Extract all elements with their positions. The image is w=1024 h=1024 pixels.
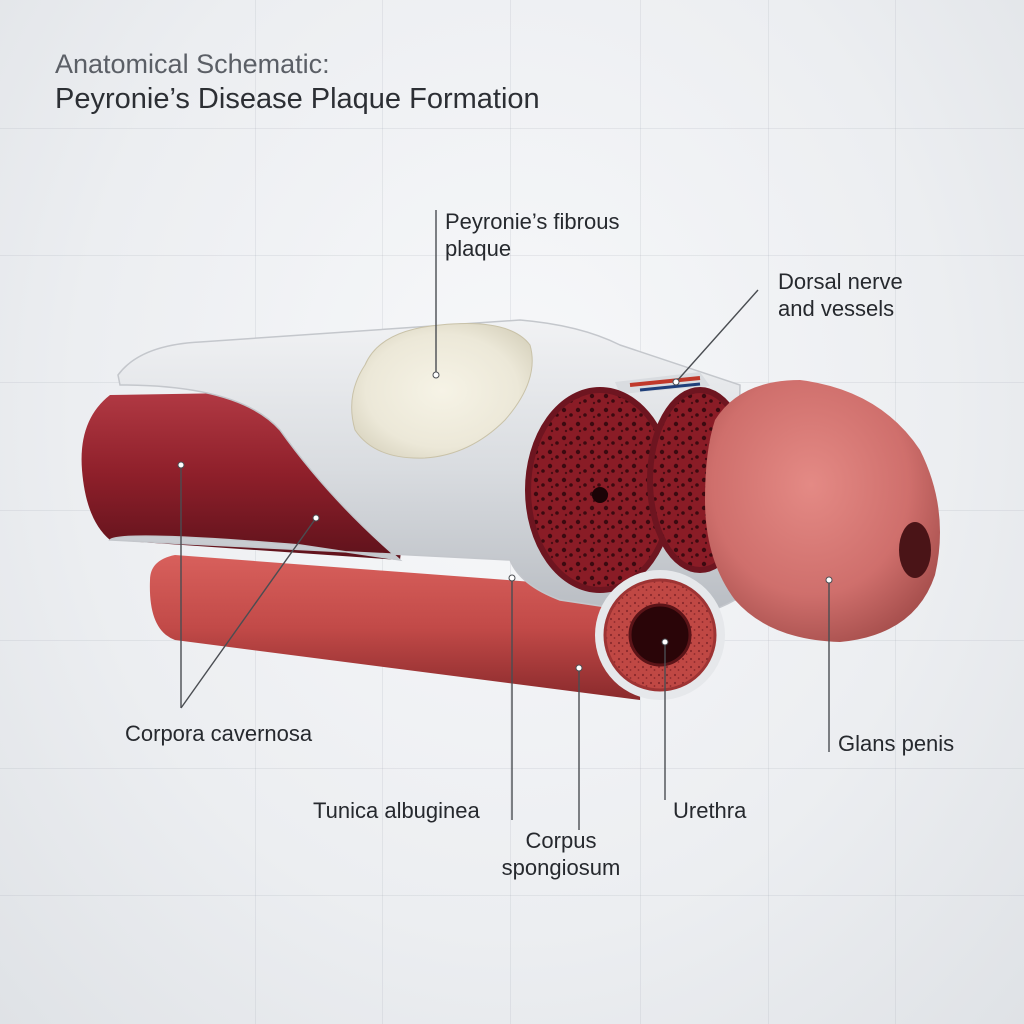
- label-plaque-line1: Peyronie’s fibrous: [445, 209, 620, 234]
- pre-title: Anatomical Schematic:: [55, 49, 330, 79]
- glans-shape: [705, 380, 940, 642]
- plaque-shape: [351, 323, 533, 459]
- label-tunica-albuginea: Tunica albuginea: [313, 798, 480, 823]
- label-dorsal-line2: and vessels: [778, 296, 895, 321]
- label-urethra: Urethra: [673, 798, 747, 823]
- corpus-spongiosum-shape: [149, 555, 640, 700]
- label-plaque-line2: plaque: [445, 236, 512, 261]
- title-block: Anatomical Schematic: Peyronie’s Disease…: [55, 48, 540, 118]
- label-spongiosum-line1: Corpus: [525, 828, 597, 853]
- label-dorsal-nerve: Dorsal nerve and vessels: [778, 268, 903, 322]
- label-corpus-spongiosum: Corpus spongiosum: [491, 827, 631, 881]
- label-glans-penis: Glans penis: [838, 731, 955, 756]
- label-plaque: Peyronie’s fibrous plaque: [445, 208, 619, 262]
- label-corpora-cavernosa: Corpora cavernosa: [125, 721, 313, 746]
- leader-dots: [177, 371, 833, 672]
- leader-lines: [180, 210, 830, 830]
- urethra-lumen: [628, 603, 692, 667]
- page-title: Peyronie’s Disease Plaque Formation: [55, 83, 540, 115]
- meatus: [899, 522, 931, 578]
- label-dorsal-line1: Dorsal nerve: [778, 269, 903, 294]
- label-spongiosum-line2: spongiosum: [501, 855, 621, 880]
